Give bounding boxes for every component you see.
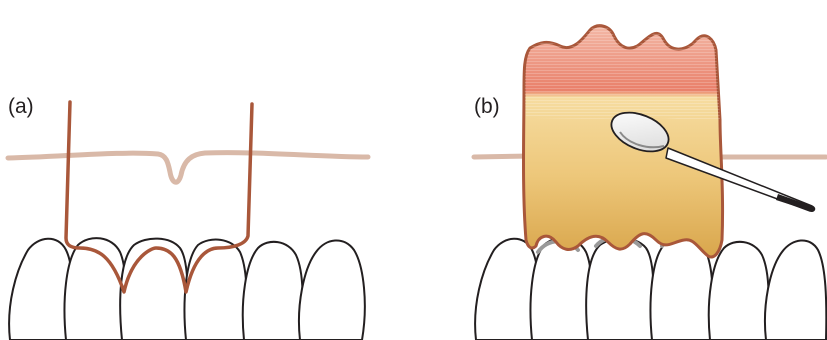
tooth-b2 (531, 238, 592, 340)
tooth-a5 (243, 242, 303, 340)
panel-a (8, 102, 368, 340)
tooth-a1 (9, 239, 72, 340)
material-hatching (525, 26, 720, 121)
panel-b (474, 26, 826, 340)
tooth-b5 (709, 242, 769, 340)
tooth-a2 (65, 238, 126, 340)
tooth-b1 (475, 239, 538, 340)
teeth-row-b (475, 238, 826, 340)
tooth-a3 (120, 239, 187, 340)
tooth-a4 (185, 240, 247, 340)
tooth-b6 (765, 240, 826, 340)
instrument-handle-tip (776, 194, 814, 211)
tooth-b4 (651, 240, 713, 340)
gum-line-a (8, 153, 368, 183)
tooth-b3 (586, 239, 653, 340)
tooth-a6 (299, 240, 365, 340)
